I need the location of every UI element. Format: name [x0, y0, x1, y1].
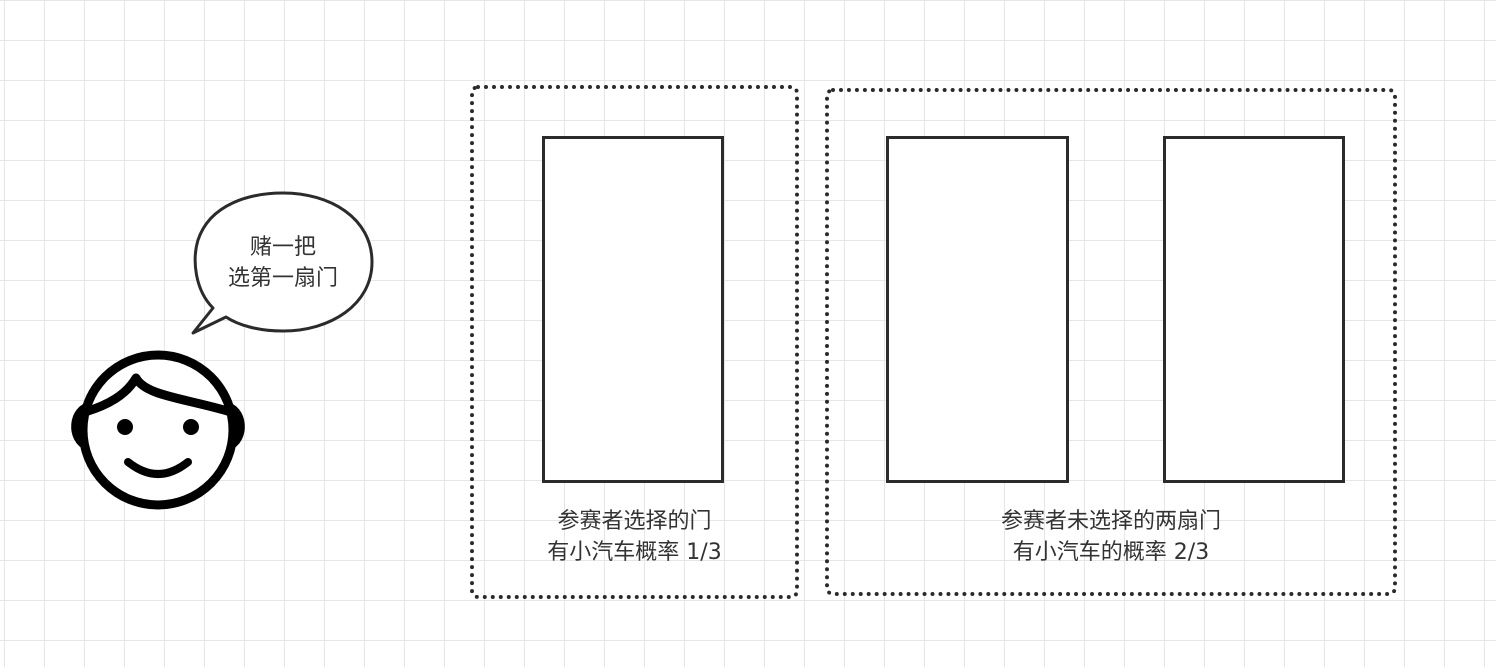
unchosen-doors-caption: 参赛者未选择的两扇门 有小汽车的概率 2/3 — [825, 506, 1397, 568]
unchosen-doors-group — [825, 88, 1397, 596]
speech-line-2: 选第一扇门 — [227, 266, 338, 291]
door-3 — [1163, 136, 1345, 483]
speech-bubble-text: 赌一把 选第一扇门 — [195, 232, 371, 294]
chosen-door-group — [470, 85, 799, 599]
unchosen-caption-line-2: 有小汽车的概率 2/3 — [1012, 540, 1210, 565]
chosen-caption-line-1: 参赛者选择的门 — [557, 509, 712, 534]
unchosen-caption-line-1: 参赛者未选择的两扇门 — [1000, 509, 1221, 534]
person-face-icon — [71, 350, 245, 510]
speech-line-1: 赌一把 — [249, 235, 316, 260]
chosen-caption-line-2: 有小汽车概率 1/3 — [547, 540, 722, 565]
door-1 — [542, 136, 724, 483]
chosen-door-caption: 参赛者选择的门 有小汽车概率 1/3 — [470, 506, 799, 568]
speech-bubble — [191, 191, 374, 335]
door-2 — [886, 136, 1069, 483]
